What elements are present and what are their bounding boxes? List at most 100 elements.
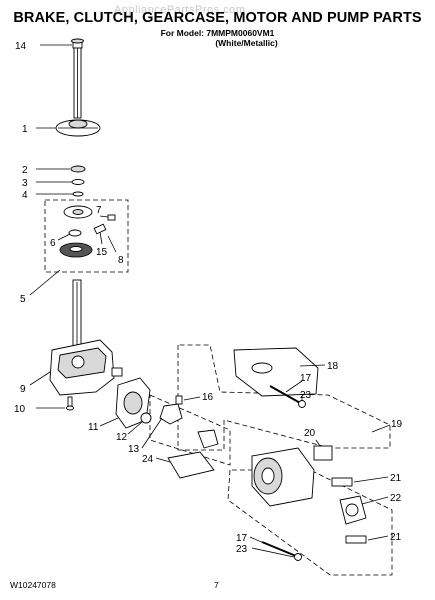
model-line: For Model: 7MMPM0060VM1 — [160, 28, 275, 38]
watermark: AppliancePartsPros.com — [114, 4, 246, 16]
shaft-cap-top — [71, 38, 84, 44]
leader-12 — [127, 421, 143, 435]
leader-21-lower — [367, 535, 389, 541]
washer-3 — [71, 179, 85, 185]
brake-cam-hub — [72, 209, 84, 215]
mounting-pad — [167, 451, 215, 479]
callout-6: 6 — [50, 238, 56, 249]
callout-14: 14 — [15, 41, 27, 52]
washers — [70, 165, 86, 197]
gearcase-tab — [111, 367, 123, 377]
bracket-21-upper — [331, 477, 353, 487]
callout-19: 19 — [391, 419, 403, 430]
assembly-outlines — [44, 199, 393, 576]
leader-18 — [299, 364, 326, 367]
leader-21-upper — [353, 476, 389, 483]
retaining-ring-4 — [72, 191, 84, 197]
callout-13: 13 — [128, 444, 140, 455]
callout-21-lower: 21 — [390, 532, 402, 543]
nut-23-upper — [298, 400, 306, 408]
pump-seal-12 — [140, 412, 152, 424]
callout-24: 24 — [142, 454, 154, 465]
page-number: 7 — [214, 580, 219, 590]
callout-4: 4 — [22, 190, 28, 201]
leader-23-lower — [251, 547, 295, 558]
motor-base-outline — [227, 469, 393, 576]
leader-6 — [57, 233, 71, 241]
bolt-head — [66, 405, 74, 411]
brake-assembly-outline — [44, 199, 129, 273]
callout-11: 11 — [88, 422, 99, 433]
callout-2: 2 — [22, 165, 28, 176]
leader-9 — [29, 371, 51, 386]
callout-23-lower: 23 — [236, 544, 248, 555]
pump-impeller-13 — [159, 403, 183, 425]
agitator-shaft — [72, 279, 82, 349]
pump-gasket-port — [123, 391, 143, 415]
callout-10: 10 — [14, 404, 26, 415]
pump-housing-port — [345, 503, 359, 517]
leader-22 — [361, 496, 389, 505]
callout-labels: 14 1 2 3 4 7 6 15 8 5 9 10 18 17 23 16 1… — [14, 41, 403, 555]
leader-17-lower — [249, 536, 267, 545]
callout-20: 20 — [304, 428, 316, 439]
drive-shaft — [71, 38, 84, 119]
motor-clip — [313, 445, 333, 461]
brake-spring-6 — [68, 229, 82, 237]
leader-7 — [99, 215, 109, 218]
callout-15: 15 — [96, 247, 108, 258]
motor-shield-hole — [251, 362, 273, 374]
leader-5 — [29, 269, 61, 296]
leader-19 — [371, 424, 391, 433]
cam-plate — [55, 119, 101, 137]
callout-17-lower: 17 — [236, 533, 248, 544]
bolt-shank — [67, 396, 73, 408]
callout-3: 3 — [22, 178, 28, 189]
mounting-pad-24 — [167, 451, 215, 479]
brake-rotor-hub — [69, 246, 83, 252]
leader-11 — [99, 417, 119, 427]
callout-9: 9 — [20, 384, 26, 395]
gearcase — [49, 339, 123, 396]
motor-brackets — [331, 477, 367, 544]
motor — [251, 447, 315, 507]
leader-17-upper — [285, 380, 303, 393]
nut-23-lower — [294, 553, 302, 561]
rod-17-upper — [269, 385, 303, 405]
leader-24 — [155, 457, 171, 463]
callout-17-upper: 17 — [300, 373, 312, 384]
leader-15 — [99, 231, 103, 245]
gearcase-boss — [71, 355, 85, 369]
callout-18: 18 — [327, 361, 339, 372]
leader-8 — [107, 235, 117, 253]
leader-lines — [29, 44, 391, 558]
document-code: W10247078 — [10, 580, 56, 590]
callout-7: 7 — [96, 205, 102, 216]
pump-outline — [149, 394, 231, 466]
lower-rod — [261, 541, 302, 561]
bracket-21-lower — [345, 535, 367, 544]
brake-spring-15 — [93, 223, 107, 235]
finish-line: (White/Metallic) — [215, 38, 278, 48]
callout-22: 22 — [390, 493, 402, 504]
callout-21-upper: 21 — [390, 473, 402, 484]
callout-12: 12 — [116, 432, 128, 443]
callout-23-upper: 23 — [300, 390, 312, 401]
motor-clip-20 — [313, 445, 333, 461]
callout-5: 5 — [20, 294, 26, 305]
callout-1: 1 — [22, 124, 28, 135]
pump-coupler — [197, 429, 219, 449]
brake-pad-7 — [107, 214, 116, 221]
leader-20 — [315, 439, 321, 447]
callout-8: 8 — [118, 255, 124, 266]
pump-parts — [140, 395, 219, 449]
washer-2 — [70, 165, 86, 173]
leader-16 — [183, 396, 201, 401]
callout-16: 16 — [202, 392, 214, 403]
pump-screw-16 — [175, 395, 183, 405]
rod-17-lower — [261, 541, 297, 557]
gearcase-bolt — [66, 396, 74, 411]
brake-assembly — [59, 205, 116, 258]
